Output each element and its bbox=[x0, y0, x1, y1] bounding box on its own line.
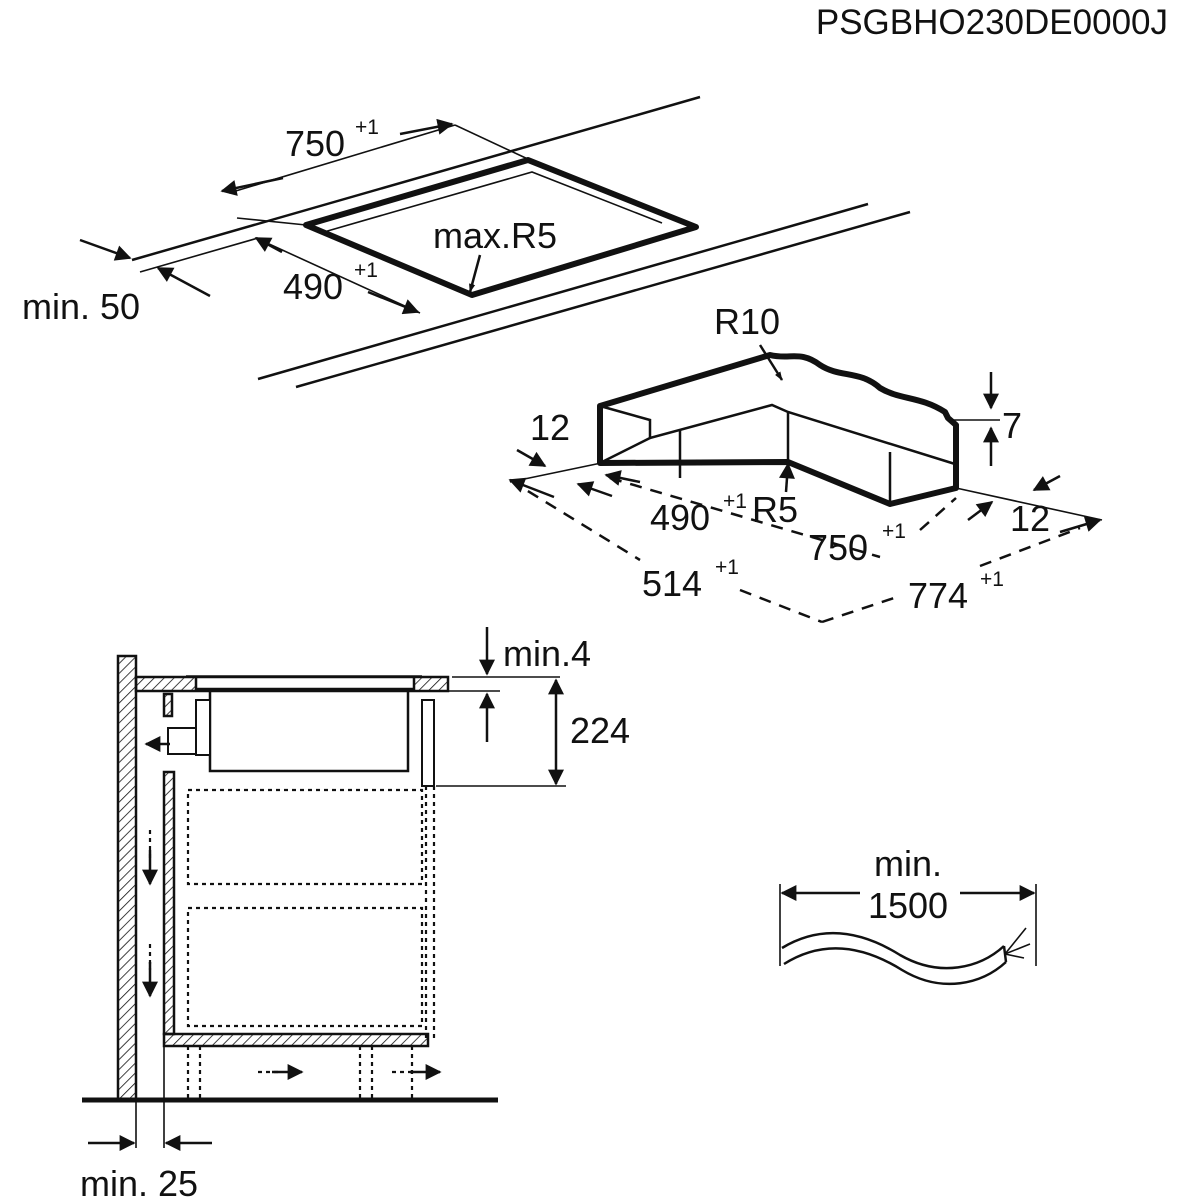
frame-outer-radius-label: R10 bbox=[714, 301, 780, 342]
cable-wire-3 bbox=[1004, 953, 1025, 959]
frame-inner-depth-label: 490 bbox=[650, 497, 710, 538]
frame-outer-width-label: 774 bbox=[908, 575, 968, 616]
frame-inner-width-tolerance: +1 bbox=[882, 520, 906, 543]
cutout-width-tolerance: +1 bbox=[355, 116, 379, 139]
cable-wire-2 bbox=[1004, 943, 1031, 955]
hob-body bbox=[208, 689, 410, 773]
cutout-depth-tolerance: +1 bbox=[354, 259, 378, 282]
outer-depth-arrow bbox=[508, 477, 555, 499]
depth-dim-line bbox=[255, 237, 421, 314]
frame-inner-depth-tolerance: +1 bbox=[723, 490, 747, 513]
hob-glass bbox=[194, 675, 416, 691]
frame-outer-width-tolerance: +1 bbox=[980, 568, 1004, 591]
inner-depth-arrow bbox=[576, 481, 613, 498]
inner-radius-arrow bbox=[778, 462, 795, 493]
wall-distance-label: min. 25 bbox=[80, 1163, 198, 1200]
cabinet-front-panel bbox=[421, 699, 435, 787]
edge-distance-ext-line bbox=[139, 237, 259, 273]
cutout-inner-edge bbox=[323, 171, 663, 233]
drawer-upper bbox=[186, 788, 424, 886]
cutout-outline bbox=[303, 157, 699, 298]
gap-label: min.4 bbox=[503, 633, 591, 674]
frame-inner-radius-label: R5 bbox=[752, 489, 798, 530]
cable-upper-line bbox=[781, 932, 1005, 970]
outer-radius-arrow bbox=[758, 344, 784, 381]
document-code: PSGBHO230DE0000J bbox=[816, 3, 1168, 42]
width-dim-arrow-left bbox=[220, 176, 284, 196]
width-dim-arrow-right bbox=[399, 118, 454, 136]
inner-width-dashed-right bbox=[919, 497, 957, 531]
side-left-arrow bbox=[516, 448, 547, 468]
countertop-front-edge-1 bbox=[257, 202, 869, 381]
depth-dim-arrow-top bbox=[254, 236, 283, 254]
side-left-ext-line bbox=[509, 461, 607, 483]
cutout-depth-label: 490 bbox=[283, 266, 343, 307]
inner-width-dashed-left bbox=[609, 476, 881, 559]
frame-lip-left bbox=[599, 436, 651, 465]
edge-distance-label: min. 50 bbox=[22, 286, 140, 327]
cable-length-label-line1: min. bbox=[874, 843, 942, 884]
height-label: 224 bbox=[570, 710, 630, 751]
cable-wire-1 bbox=[1004, 927, 1027, 955]
side-right-arrow-inner bbox=[967, 501, 994, 521]
cable-diagram: min. 1500 bbox=[779, 843, 1037, 986]
depth-ext-line bbox=[236, 217, 307, 226]
outer-front-dashed bbox=[739, 588, 823, 624]
frame-outer-depth-label: 514 bbox=[642, 563, 702, 604]
frame-side-left-label: 12 bbox=[530, 407, 570, 448]
frame-inner-top bbox=[599, 403, 956, 466]
width-ext-line bbox=[454, 124, 531, 161]
countertop-back-edge bbox=[131, 95, 701, 262]
cable-lower-line bbox=[783, 947, 1007, 986]
cutout-radius-label: max.R5 bbox=[433, 215, 557, 256]
cabinet-bottom bbox=[162, 1032, 430, 1048]
frame-detail: R10 R5 7 12 12 490 +1 750 +1 bbox=[508, 301, 1103, 624]
countertop-front-edge-2 bbox=[295, 210, 911, 389]
outer-width-dashed bbox=[979, 526, 1081, 568]
cabinet-back-panel bbox=[162, 770, 176, 1036]
outer-depth-dashed bbox=[509, 478, 641, 562]
radius-pointer-arrow bbox=[468, 254, 482, 293]
frame-inner-width-label: 750 bbox=[808, 527, 868, 568]
cutout-width-label: 750 bbox=[285, 123, 345, 164]
frame-outer-outline bbox=[597, 352, 959, 507]
cabinet-section: min.4 224 min. 25 bbox=[80, 627, 630, 1200]
drawer-lower bbox=[186, 906, 424, 1028]
back-panel-top bbox=[162, 692, 174, 718]
side-right-ext-line bbox=[955, 487, 1103, 521]
hob-duct-outlet bbox=[167, 727, 197, 755]
frame-outer-depth-tolerance: +1 bbox=[715, 556, 739, 579]
cable-length-label-line2: 1500 bbox=[868, 885, 948, 926]
depth-dim-arrow-bottom bbox=[367, 290, 420, 315]
edge-distance-arrow-bottom bbox=[156, 266, 211, 298]
wall bbox=[116, 654, 138, 1102]
inner-depth-arrow-top bbox=[604, 470, 641, 486]
outer-width-arrow bbox=[1059, 516, 1102, 534]
cutout-diagram: 750 +1 490 +1 max.R5 min. 50 bbox=[22, 95, 911, 389]
hob-duct-flange bbox=[195, 699, 211, 756]
side-right-arrow bbox=[1032, 474, 1061, 492]
outer-corner-dashed bbox=[821, 594, 901, 624]
frame-height-label: 7 bbox=[1002, 405, 1022, 446]
edge-distance-arrow-top bbox=[79, 238, 132, 261]
